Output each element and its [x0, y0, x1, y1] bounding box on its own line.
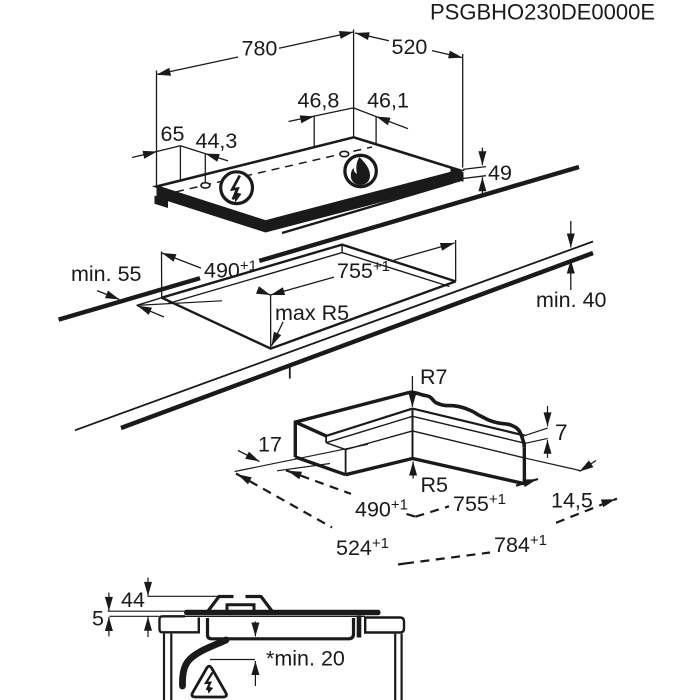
svg-text:7: 7: [555, 420, 568, 445]
svg-text:5: 5: [92, 607, 104, 631]
svg-text:min. 40: min. 40: [536, 288, 607, 312]
svg-text:R5: R5: [421, 473, 449, 497]
svg-text:524+1: 524+1: [336, 535, 389, 560]
svg-text:14,5: 14,5: [551, 489, 593, 513]
svg-text:490+1: 490+1: [204, 258, 257, 283]
svg-text:44,3: 44,3: [196, 129, 238, 153]
svg-text:780: 780: [242, 37, 278, 61]
svg-text:490+1: 490+1: [355, 497, 408, 522]
svg-text:755+1: 755+1: [453, 491, 506, 516]
svg-text:min. 55: min. 55: [71, 262, 142, 286]
svg-text:R7: R7: [420, 365, 447, 389]
svg-text:46,8: 46,8: [298, 89, 340, 113]
svg-text:65: 65: [161, 122, 185, 146]
svg-text:PSGBHO230DE0000E: PSGBHO230DE0000E: [430, 0, 655, 25]
svg-text:17: 17: [258, 433, 282, 457]
svg-text:784+1: 784+1: [494, 532, 547, 557]
svg-text:*min. 20: *min. 20: [266, 647, 345, 671]
svg-text:max R5: max R5: [275, 301, 349, 325]
svg-text:46,1: 46,1: [367, 89, 409, 113]
svg-text:49: 49: [488, 161, 512, 185]
svg-text:755+1: 755+1: [337, 258, 390, 283]
svg-text:44: 44: [121, 588, 145, 612]
svg-text:520: 520: [392, 35, 428, 59]
